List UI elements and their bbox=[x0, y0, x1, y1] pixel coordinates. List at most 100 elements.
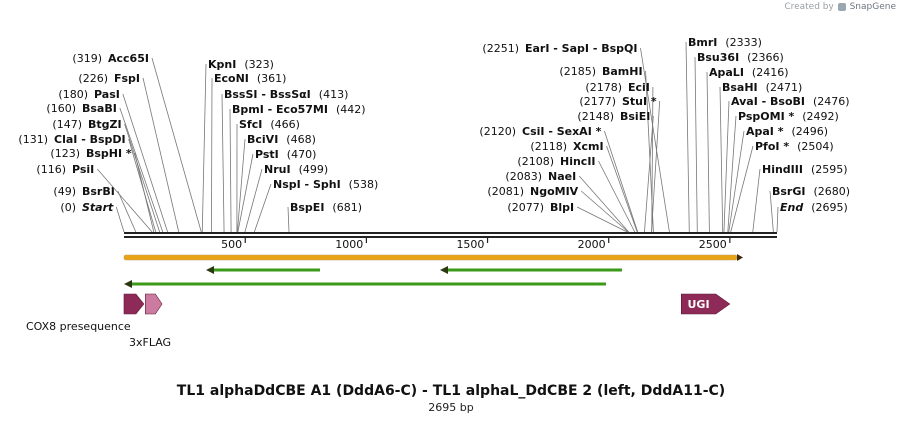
site-position: (2366) bbox=[747, 51, 784, 64]
restriction-site-12: BssSI - BssSαI(413) bbox=[221, 88, 348, 233]
site-name: ApaLI bbox=[709, 66, 744, 79]
site-position: (2416) bbox=[752, 66, 789, 79]
site-leader-line bbox=[730, 145, 754, 233]
restriction-site-34: BsaHI(2471) bbox=[719, 81, 802, 233]
site-leader-line bbox=[128, 138, 157, 233]
restriction-site-28: NaeI(2083) bbox=[505, 170, 630, 233]
site-name: End bbox=[780, 201, 803, 214]
site-name: EcoNI bbox=[214, 72, 249, 85]
snapgene-logo-icon bbox=[837, 2, 846, 11]
site-name: HindIII bbox=[762, 163, 803, 176]
feature-cox8-presequence: COX8 presequence bbox=[26, 293, 145, 333]
site-position: (361) bbox=[257, 72, 287, 85]
primer-bar bbox=[212, 268, 320, 272]
site-position: (226) bbox=[78, 72, 108, 85]
site-leader-line bbox=[640, 47, 670, 233]
restriction-site-7: PasI(180) bbox=[58, 88, 168, 233]
site-position: (0) bbox=[60, 201, 76, 214]
restriction-site-5: BtgZI(147) bbox=[52, 118, 160, 233]
restriction-site-36: PspOMI *(2492) bbox=[727, 110, 839, 233]
restriction-site-18: NspI - SphI(538) bbox=[253, 178, 378, 233]
site-name: BsiEI bbox=[620, 110, 650, 123]
site-position: (2148) bbox=[577, 110, 614, 123]
site-leader-line bbox=[719, 86, 724, 233]
site-leader-line bbox=[253, 183, 272, 233]
site-position: (147) bbox=[52, 118, 82, 131]
primer-arrow-head bbox=[124, 280, 132, 288]
site-name: BlpI bbox=[550, 201, 574, 214]
site-name: BciVI bbox=[247, 133, 278, 146]
restriction-site-30: BlpI (2077) bbox=[507, 201, 628, 233]
restriction-site-24: BsiEI (2148) bbox=[577, 110, 654, 233]
site-name: BspHI * bbox=[86, 147, 132, 160]
restriction-site-39: HindIII(2595) bbox=[752, 163, 848, 233]
map-title: TL1 alphaDdCBE A1 (DddA6-C) - TL1 alphaL… bbox=[176, 383, 726, 399]
site-leader-line bbox=[580, 190, 629, 233]
tick-label-1500: 1500 bbox=[456, 238, 484, 251]
restriction-site-0: Start(0) bbox=[60, 201, 125, 233]
site-position: (442) bbox=[336, 103, 366, 116]
site-name: AvaI - BsoBI bbox=[731, 95, 805, 108]
site-leader-line bbox=[119, 107, 164, 233]
site-leader-line bbox=[236, 138, 246, 233]
restriction-site-13: BpmI - Eco57MI(442) bbox=[229, 103, 366, 233]
restriction-site-15: BciVI (468) bbox=[236, 133, 316, 233]
site-leader-line bbox=[727, 115, 737, 233]
credit-prefix: Created by bbox=[784, 2, 834, 12]
restriction-site-27: HincII(2108) bbox=[517, 155, 636, 233]
feature-label: UGI bbox=[687, 298, 709, 311]
tick-label-2500: 2500 bbox=[699, 238, 727, 251]
site-name: PfoI * bbox=[755, 140, 789, 153]
restriction-site-38: PfoI * (2504) bbox=[730, 140, 834, 233]
tick-label-1000: 1000 bbox=[335, 238, 363, 251]
site-leader-line bbox=[287, 206, 290, 233]
site-name: PsiI bbox=[72, 163, 94, 176]
site-name: BspEI bbox=[290, 201, 324, 214]
feature-3xflag: 3xFLAG bbox=[129, 293, 171, 349]
site-position: (123) bbox=[50, 147, 80, 160]
restriction-site-11: EcoNI (361) bbox=[211, 72, 287, 233]
backbone-top bbox=[124, 232, 777, 234]
site-name: NaeI bbox=[548, 170, 576, 183]
restriction-site-25: CsiI - SexAI *(2120) bbox=[479, 125, 639, 233]
site-position: (468) bbox=[286, 133, 316, 146]
restriction-site-10: KpnI(323) bbox=[201, 58, 274, 233]
tick-mark-2000 bbox=[608, 238, 610, 243]
site-leader-line bbox=[211, 77, 213, 233]
site-position: (470) bbox=[287, 148, 317, 161]
site-leader-line bbox=[651, 100, 661, 233]
site-name: PstI bbox=[255, 148, 279, 161]
site-leader-line bbox=[96, 168, 153, 233]
site-position: (2695) bbox=[811, 201, 848, 214]
credit-brand: SnapGene bbox=[849, 2, 896, 12]
restriction-site-19: BspEI (681) bbox=[287, 201, 362, 233]
site-leader-line bbox=[122, 93, 168, 233]
restriction-site-31: BmrI(2333) bbox=[685, 36, 762, 233]
site-name: BsaBI bbox=[82, 102, 117, 115]
site-position: (681) bbox=[332, 201, 362, 214]
restriction-site-14: SfcI(466) bbox=[236, 118, 300, 233]
site-position: (160) bbox=[46, 102, 76, 115]
primer-bar bbox=[130, 282, 606, 286]
orf-bar-body bbox=[123, 254, 738, 261]
site-leader-line bbox=[723, 100, 730, 233]
primer-arrow-3 bbox=[124, 280, 606, 288]
site-leader-line bbox=[576, 206, 628, 233]
site-leader-line bbox=[115, 206, 125, 233]
restriction-site-23: StuI *(2177) bbox=[579, 95, 661, 233]
feature-arrow-shape bbox=[123, 293, 145, 315]
site-name: ClaI - BspDI bbox=[54, 133, 126, 146]
site-leader-line bbox=[644, 115, 654, 233]
site-position: (49) bbox=[53, 185, 76, 198]
site-position: (2504) bbox=[797, 140, 834, 153]
orf-bar bbox=[123, 254, 743, 261]
restriction-site-2: PsiI(116) bbox=[36, 163, 153, 233]
restriction-site-6: BsaBI (160) bbox=[46, 102, 164, 233]
site-position: (2476) bbox=[813, 95, 850, 108]
feature-label: 3xFLAG bbox=[129, 336, 171, 349]
site-position: (2251) bbox=[482, 42, 519, 55]
site-name: BsrGI bbox=[772, 185, 805, 198]
orf-arrow-head bbox=[737, 254, 743, 261]
site-position: (466) bbox=[270, 118, 300, 131]
site-position: (2077) bbox=[507, 201, 544, 214]
